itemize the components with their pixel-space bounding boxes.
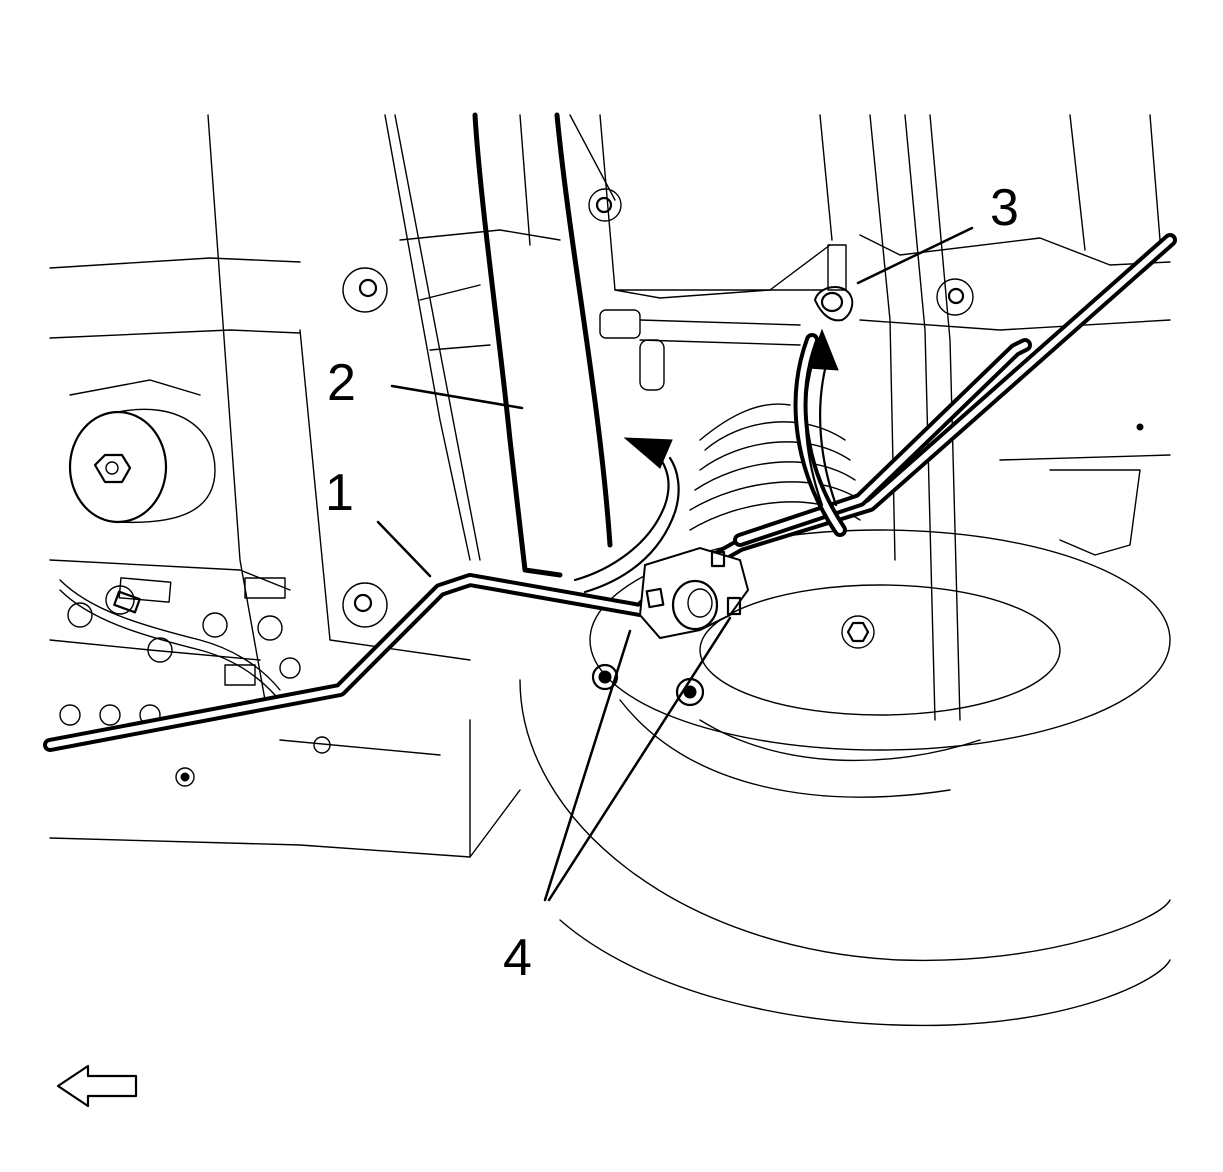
nut-left xyxy=(591,663,619,691)
left-arrow-icon xyxy=(56,1064,138,1108)
callout-3: 3 xyxy=(990,179,1019,237)
bolt-top-right xyxy=(936,278,974,316)
callouts: 1 2 3 4 xyxy=(325,179,1019,987)
bracket-assembly xyxy=(638,546,750,640)
tube-clip xyxy=(813,244,854,322)
bolt-mid-left xyxy=(342,582,388,628)
nut-right xyxy=(675,677,705,707)
routing-arrow-right xyxy=(804,328,839,507)
callout-1: 1 xyxy=(325,464,354,522)
callout-2: 2 xyxy=(327,354,356,412)
callout-4: 4 xyxy=(503,929,532,987)
bolt-top-left xyxy=(342,267,388,313)
bolt-top-center xyxy=(588,188,622,222)
bolt-lower-left xyxy=(175,767,195,787)
routing-arrow-left xyxy=(573,437,680,594)
callout-leaders xyxy=(376,226,974,902)
vehicle-structure xyxy=(49,114,1171,1027)
bolt-far-right xyxy=(1136,423,1144,431)
bolt-right xyxy=(841,615,875,649)
